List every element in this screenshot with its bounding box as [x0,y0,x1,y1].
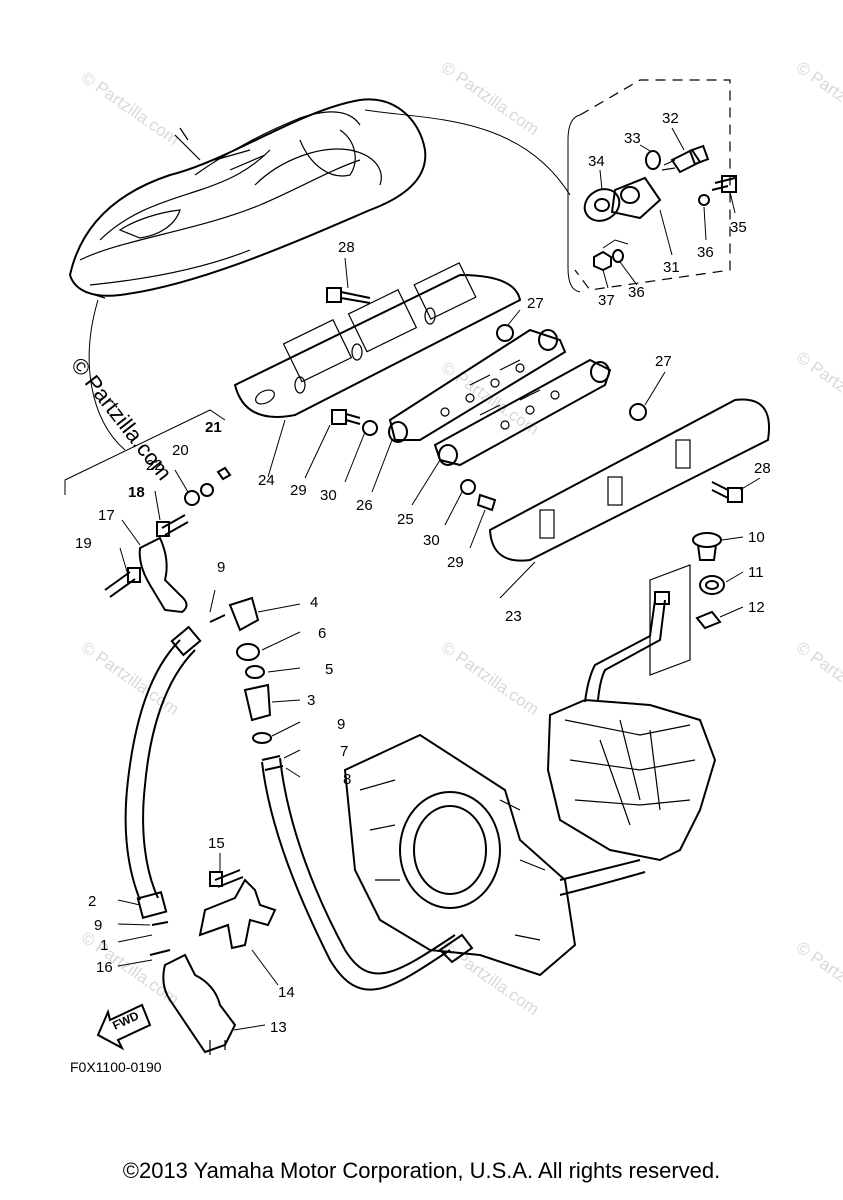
watermark-text: © Partzilla.com [793,348,843,429]
callout-label: 9 [337,716,345,733]
callout-label: 2 [88,893,96,910]
callout-label: 11 [748,564,764,581]
callout-label: 30 [320,487,337,504]
callout-label: 9 [94,917,102,934]
callout-label: 32 [662,110,679,127]
diagram-svg: © Partzilla.com © Partzilla.com © Partzi… [64,58,843,1075]
callout-label: 18 [128,484,145,501]
callout-label: 35 [730,219,747,236]
detail-bracket [567,114,581,293]
exhaust-cover-right [488,398,770,562]
callout-label: 31 [663,259,680,276]
callout-label: 3 [307,692,315,709]
watermark-text: © Partzilla.com [438,638,543,719]
detail-parts [583,144,737,272]
reference-curve [88,299,126,451]
callout-label: 6 [318,625,326,642]
hose-assembly [124,596,474,1055]
callout-label: 16 [96,959,113,976]
bolts-washers [326,287,743,512]
bracket-parts [104,466,232,614]
copyright-notice: ©2013 Yamaha Motor Corporation, U.S.A. A… [122,1158,721,1183]
callout-label: 7 [340,743,348,760]
callout-label: 36 [628,284,645,301]
callout-label: 27 [527,295,544,312]
callout-label: 33 [624,130,641,147]
leader-lines [117,127,761,1031]
callout-label: 5 [325,661,333,678]
fwd-label: FWD [110,1008,141,1032]
watermark-text: © Partzilla.com [793,58,843,139]
watermark-text: © Partzilla.com [438,58,543,139]
callout-label: 28 [338,239,355,256]
callout-label: 29 [447,554,464,571]
callout-label: 22 [146,457,163,474]
callout-label: 23 [505,608,522,625]
callout-label: 1 [100,937,108,954]
exhaust-cover-left [233,262,522,418]
detail-region-outline [574,79,731,291]
callout-label: 19 [75,535,92,552]
callout-label: 27 [655,353,672,370]
drain-plug-parts [692,532,725,630]
reference-curve [364,109,571,196]
callout-label: 10 [748,529,765,546]
callout-label: 14 [278,984,295,1001]
diagram-code: F0X1100-0190 [70,1059,162,1075]
jet-pump-housing [343,564,717,977]
callout-label: 9 [217,559,225,576]
callout-label: 4 [310,594,318,611]
callout-label: 26 [356,497,373,514]
bracket-group-outline [64,409,226,495]
exhaust-manifolds [388,328,612,467]
callout-label: 30 [423,532,440,549]
callout-label: 34 [588,153,605,170]
callout-label: 15 [208,835,225,852]
callout-label: 21 [205,419,222,436]
forward-arrow: FWD [96,1003,152,1051]
watermark-text: © Partzilla.com [438,938,543,1019]
callout-label: 36 [697,244,714,261]
watermarks: © Partzilla.com © Partzilla.com © Partzi… [66,58,843,1019]
callout-label: 13 [270,1019,287,1036]
callout-label: 37 [598,292,615,309]
watermark-text: © Partzilla.com [793,938,843,1019]
callout-label: 29 [290,482,307,499]
callout-label: 24 [258,472,275,489]
watermark-text: © Partzilla.com [78,638,183,719]
callout-label: 8 [343,771,351,788]
callout-labels: 1 2 3 4 5 6 7 8 9 9 9 10 11 12 13 14 15 … [75,110,771,1036]
watercraft-hull [68,98,427,299]
cross-bracket [198,869,277,950]
watermark-text: © Partzilla.com [78,68,183,149]
watermark-text: © Partzilla.com [793,638,843,719]
callout-label: 25 [397,511,414,528]
callout-label: 28 [754,460,771,477]
callout-label: 20 [172,442,189,459]
callout-label: 17 [98,507,115,524]
callout-label: 12 [748,599,765,616]
